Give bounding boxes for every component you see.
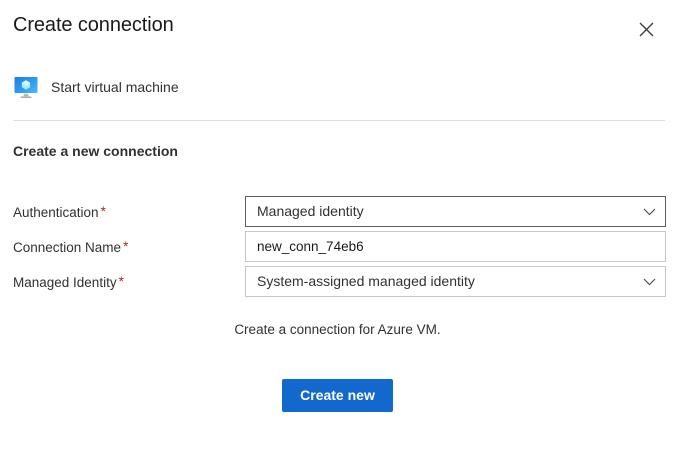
resource-row: Start virtual machine	[13, 74, 179, 100]
chevron-down-icon[interactable]	[642, 267, 656, 296]
virtual-machine-icon	[13, 74, 39, 100]
action-area: Create new	[0, 379, 675, 412]
connection-name-label: Connection Name*	[13, 231, 128, 264]
resource-label: Start virtual machine	[51, 79, 179, 95]
connection-description: Create a connection for Azure VM.	[234, 322, 441, 337]
authentication-selected-value: Managed identity	[257, 203, 364, 219]
page-title: Create connection	[13, 14, 174, 36]
form-row-connection-name: Connection Name* new_conn_74eb6	[0, 231, 675, 264]
managed-identity-label-text: Managed Identity	[13, 275, 117, 290]
close-button[interactable]	[630, 13, 662, 45]
required-asterisk: *	[118, 274, 124, 289]
managed-identity-label: Managed Identity*	[13, 266, 124, 299]
connection-form: Authentication* Managed identity Connect…	[0, 196, 675, 301]
authentication-label-text: Authentication	[13, 205, 99, 220]
connection-name-input[interactable]: new_conn_74eb6	[245, 231, 666, 262]
required-asterisk: *	[123, 239, 129, 254]
create-new-button[interactable]: Create new	[282, 379, 393, 412]
managed-identity-selected-value: System-assigned managed identity	[257, 273, 475, 289]
header-divider	[13, 120, 665, 121]
form-row-authentication: Authentication* Managed identity	[0, 196, 675, 229]
managed-identity-dropdown[interactable]: System-assigned managed identity	[245, 266, 666, 297]
panel-header: Create connection	[0, 0, 675, 56]
close-icon	[639, 22, 654, 37]
authentication-label: Authentication*	[13, 196, 106, 229]
form-row-managed-identity: Managed Identity* System-assigned manage…	[0, 266, 675, 299]
chevron-down-icon[interactable]	[642, 197, 656, 226]
required-asterisk: *	[100, 204, 106, 219]
connection-name-label-text: Connection Name	[13, 240, 122, 255]
connection-name-value: new_conn_74eb6	[257, 239, 364, 254]
section-heading: Create a new connection	[13, 143, 178, 159]
authentication-dropdown[interactable]: Managed identity	[245, 196, 666, 227]
